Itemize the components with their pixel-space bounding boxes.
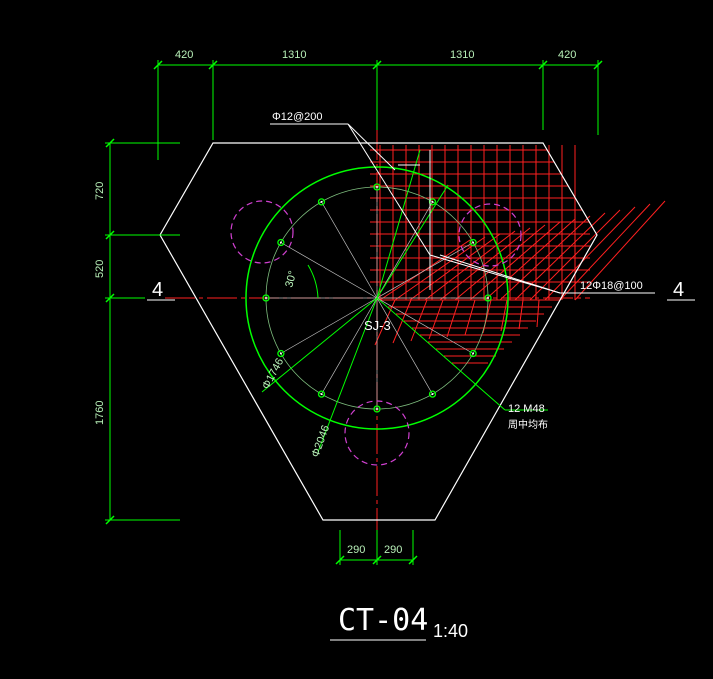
rebar-bar-lower-vertical bbox=[464, 299, 476, 336]
rebar-bar-lower-vertical bbox=[392, 299, 412, 344]
bolt-spoke bbox=[280, 242, 378, 299]
bolt-center bbox=[376, 408, 378, 410]
dim-bottom-1: 290 bbox=[347, 544, 365, 556]
anchor-circle-bottom bbox=[344, 400, 410, 466]
bolt-marker bbox=[277, 349, 285, 358]
bolt-center bbox=[431, 200, 434, 203]
rebar-bar-lower-vertical bbox=[374, 299, 396, 346]
top-dimension-labels: 420 1310 1310 420 bbox=[175, 49, 576, 61]
rebar-bar-lower-vertical bbox=[428, 299, 444, 340]
bolt-center bbox=[320, 393, 323, 396]
rebar-bar-diagonal bbox=[529, 209, 621, 301]
rebar-bar-diagonal bbox=[574, 200, 666, 301]
dim-top-3: 1310 bbox=[450, 49, 474, 61]
bolts-label: 12 M48 bbox=[508, 403, 545, 415]
bolt-spoke bbox=[376, 297, 433, 395]
bolt-marker bbox=[469, 349, 477, 358]
anchor-circle-right bbox=[458, 203, 522, 267]
center-lines bbox=[165, 130, 590, 560]
rebar-bar-lower-vertical bbox=[518, 299, 524, 330]
section-label-right: 4 bbox=[673, 279, 684, 301]
dim-bottom-2: 290 bbox=[384, 544, 402, 556]
bolt-center bbox=[265, 297, 267, 299]
rebar-bar-lower-vertical bbox=[410, 299, 428, 342]
rebar-bar-diagonal bbox=[499, 215, 591, 301]
rebar-leaders bbox=[270, 123, 655, 294]
rebar-bar-diagonal bbox=[439, 227, 531, 301]
section-label-left: 4 bbox=[152, 279, 163, 301]
rebar-bar-lower-vertical bbox=[536, 299, 540, 328]
dim-top-2: 1310 bbox=[282, 49, 306, 61]
left-dimension-labels: 720 520 1760 bbox=[94, 182, 106, 425]
rebar-bar-diagonal bbox=[424, 230, 516, 301]
bolt-spoke bbox=[280, 297, 378, 354]
bolt-spoke bbox=[321, 201, 378, 299]
bolt-center bbox=[376, 186, 378, 188]
pile-label: SJ-3 bbox=[364, 318, 391, 333]
rebar-bar-diagonal bbox=[484, 218, 576, 301]
rebar-bar-diagonal bbox=[544, 206, 636, 301]
rebar-bar-lower-vertical bbox=[446, 299, 460, 338]
rebar-bar-diagonal bbox=[469, 221, 561, 301]
bolt-marker bbox=[277, 238, 285, 247]
bottom-dimension-labels: 290 290 bbox=[347, 544, 402, 556]
bolt-marker bbox=[469, 238, 477, 247]
dim-left-3: 1760 bbox=[94, 401, 106, 425]
bolt-marker bbox=[484, 294, 492, 302]
title-scale: 1:40 bbox=[433, 621, 468, 641]
bolt-marker bbox=[317, 390, 326, 398]
bolt-marker bbox=[373, 405, 381, 413]
leader-lines bbox=[261, 149, 548, 453]
rebar-bar-diagonal bbox=[394, 236, 486, 301]
bolt-center bbox=[472, 352, 475, 355]
rebar-grid bbox=[370, 145, 666, 364]
inner-diameter-label: Φ1746 bbox=[260, 356, 286, 391]
bolt-center bbox=[279, 352, 282, 355]
bolt-center bbox=[431, 393, 434, 396]
rebar-right-label: 12Φ18@100 bbox=[580, 280, 643, 292]
dim-top-4: 420 bbox=[558, 49, 576, 61]
dimension-lines bbox=[105, 60, 603, 565]
dim-left-1: 720 bbox=[94, 182, 106, 200]
rebar-top-label: Φ12@200 bbox=[272, 111, 323, 123]
outer-ring bbox=[245, 166, 509, 430]
bolt-center bbox=[487, 297, 489, 299]
outer-diameter-label: Φ2046 bbox=[310, 424, 333, 459]
bolt-marker bbox=[262, 294, 270, 302]
rebar-bar-diagonal bbox=[514, 212, 606, 301]
anchor-circle-left bbox=[230, 200, 294, 264]
bolt-markers bbox=[262, 183, 492, 413]
bolt-center bbox=[472, 241, 475, 244]
dim-left-2: 520 bbox=[94, 260, 106, 278]
dim-top-1: 420 bbox=[175, 49, 193, 61]
bolt-spoke bbox=[376, 242, 474, 299]
rebar-bar-diagonal bbox=[454, 224, 546, 301]
rebar-bar-lower-vertical bbox=[500, 299, 508, 332]
drawing-title: CT-04 1:40 bbox=[330, 603, 468, 641]
bolt-spoke bbox=[321, 297, 378, 395]
bolts-note: 周中均布 bbox=[508, 418, 548, 431]
title-name: CT-04 bbox=[338, 603, 428, 638]
bolt-marker bbox=[428, 390, 437, 398]
anchor-circles bbox=[230, 200, 522, 466]
bolt-spoke bbox=[376, 297, 474, 354]
rebar-bar-diagonal bbox=[559, 203, 651, 301]
rebar-bar-diagonal bbox=[409, 233, 501, 301]
bolt-marker bbox=[317, 198, 326, 206]
bolt-center bbox=[320, 200, 323, 203]
bolt-center bbox=[279, 241, 282, 244]
bolt-spokes bbox=[266, 187, 488, 409]
bolt-marker bbox=[373, 183, 381, 191]
angle-label: 30° bbox=[283, 270, 299, 289]
bolt-spoke bbox=[376, 201, 433, 299]
